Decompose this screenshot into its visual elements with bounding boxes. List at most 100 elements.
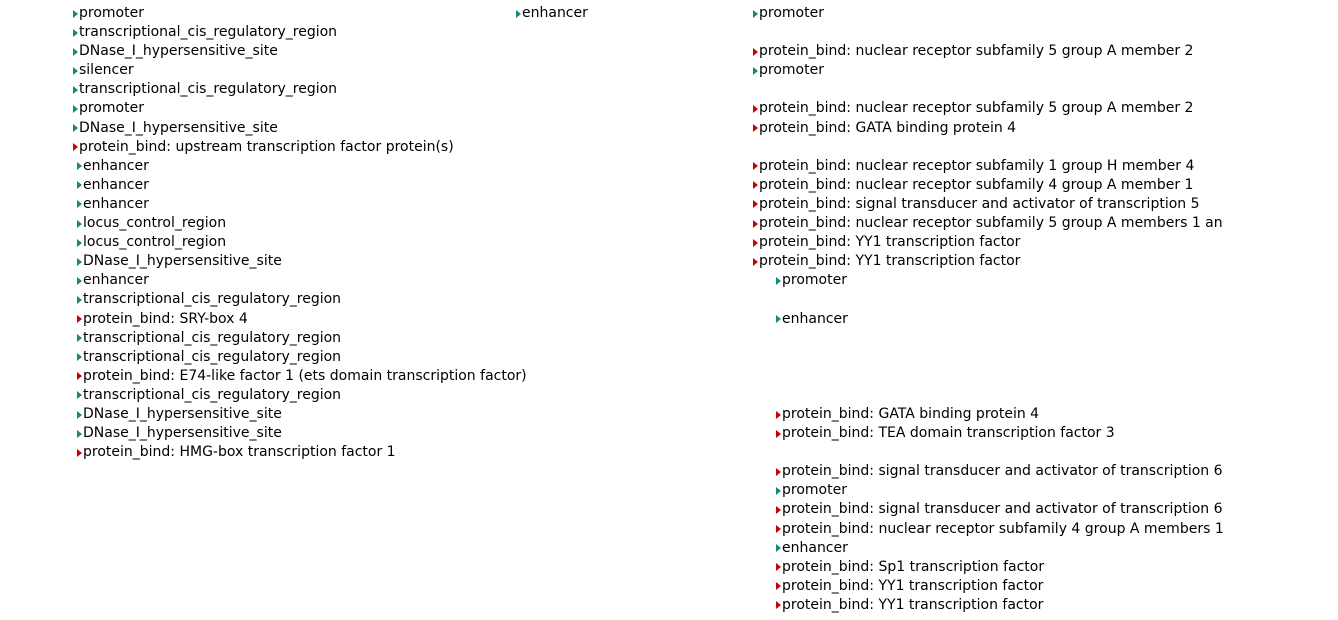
expand-triangle-icon[interactable] bbox=[776, 582, 781, 591]
expand-triangle-icon[interactable] bbox=[753, 238, 758, 247]
feature-label[interactable]: protein_bind: nuclear receptor subfamily… bbox=[759, 176, 1194, 193]
feature-label[interactable]: locus_control_region bbox=[83, 234, 227, 251]
expand-triangle-icon[interactable] bbox=[73, 28, 78, 37]
expand-triangle-icon[interactable] bbox=[73, 47, 78, 56]
expand-triangle-icon[interactable] bbox=[77, 238, 82, 247]
feature-label[interactable]: enhancer bbox=[522, 5, 588, 21]
regulatory-feature[interactable]: DNase_I_hypersensitive_site bbox=[73, 252, 527, 271]
protein-bind-feature[interactable]: protein_bind: E74-like factor 1 (ets dom… bbox=[73, 367, 527, 386]
expand-triangle-icon[interactable] bbox=[753, 200, 758, 209]
expand-triangle-icon[interactable] bbox=[776, 544, 781, 553]
feature-label[interactable]: protein_bind: signal transducer and acti… bbox=[782, 463, 1223, 480]
protein-bind-feature[interactable]: protein_bind: nuclear receptor subfamily… bbox=[753, 42, 1224, 61]
protein-bind-feature[interactable]: protein_bind: nuclear receptor subfamily… bbox=[753, 99, 1224, 118]
regulatory-feature[interactable]: promoter bbox=[753, 481, 1224, 500]
regulatory-feature[interactable]: enhancer bbox=[516, 4, 588, 23]
feature-label[interactable]: protein_bind: YY1 transcription factor bbox=[782, 577, 1044, 594]
protein-bind-feature[interactable]: protein_bind: YY1 transcription factor bbox=[753, 252, 1224, 271]
regulatory-feature[interactable]: enhancer bbox=[753, 310, 1224, 329]
expand-triangle-icon[interactable] bbox=[77, 219, 82, 228]
expand-triangle-icon[interactable] bbox=[776, 276, 781, 285]
regulatory-feature[interactable]: enhancer bbox=[73, 157, 527, 176]
protein-bind-feature[interactable]: protein_bind: signal transducer and acti… bbox=[753, 462, 1224, 481]
regulatory-feature[interactable]: DNase_I_hypersensitive_site bbox=[73, 405, 527, 424]
expand-triangle-icon[interactable] bbox=[77, 257, 82, 266]
feature-label[interactable]: DNase_I_hypersensitive_site bbox=[83, 425, 282, 442]
feature-label[interactable]: protein_bind: nuclear receptor subfamily… bbox=[759, 157, 1195, 174]
expand-triangle-icon[interactable] bbox=[77, 295, 82, 304]
regulatory-feature[interactable]: enhancer bbox=[73, 271, 527, 290]
regulatory-feature[interactable]: promoter bbox=[73, 99, 527, 118]
feature-label[interactable]: transcriptional_cis_regulatory_region bbox=[79, 81, 338, 98]
feature-label[interactable]: DNase_I_hypersensitive_site bbox=[79, 119, 278, 136]
feature-label[interactable]: enhancer bbox=[782, 539, 848, 556]
regulatory-feature[interactable]: DNase_I_hypersensitive_site bbox=[73, 42, 527, 61]
regulatory-feature[interactable]: transcriptional_cis_regulatory_region bbox=[73, 80, 527, 99]
expand-triangle-icon[interactable] bbox=[776, 467, 781, 476]
feature-label[interactable]: transcriptional_cis_regulatory_region bbox=[79, 24, 338, 41]
feature-label[interactable]: promoter bbox=[759, 5, 824, 21]
expand-triangle-icon[interactable] bbox=[77, 372, 82, 381]
regulatory-feature[interactable]: transcriptional_cis_regulatory_region bbox=[73, 386, 527, 405]
regulatory-feature[interactable]: promoter bbox=[753, 271, 1224, 290]
feature-label[interactable]: promoter bbox=[782, 482, 847, 499]
feature-label[interactable]: enhancer bbox=[83, 176, 149, 193]
feature-label[interactable]: protein_bind: GATA binding protein 4 bbox=[782, 405, 1040, 422]
feature-label[interactable]: protein_bind: upstream transcription fac… bbox=[79, 138, 454, 155]
expand-triangle-icon[interactable] bbox=[77, 162, 82, 171]
protein-bind-feature[interactable]: protein_bind: SRY-box 4 bbox=[73, 310, 527, 329]
feature-label[interactable]: transcriptional_cis_regulatory_region bbox=[83, 386, 342, 403]
expand-triangle-icon[interactable] bbox=[776, 315, 781, 324]
feature-label[interactable]: enhancer bbox=[83, 195, 149, 212]
expand-triangle-icon[interactable] bbox=[73, 85, 78, 94]
expand-triangle-icon[interactable] bbox=[77, 315, 82, 324]
expand-triangle-icon[interactable] bbox=[753, 219, 758, 228]
feature-label[interactable]: protein_bind: GATA binding protein 4 bbox=[759, 119, 1017, 136]
feature-label[interactable]: transcriptional_cis_regulatory_region bbox=[83, 329, 342, 346]
feature-label[interactable]: protein_bind: YY1 transcription factor bbox=[759, 234, 1021, 251]
feature-label[interactable]: promoter bbox=[759, 62, 824, 79]
expand-triangle-icon[interactable] bbox=[73, 105, 78, 114]
expand-triangle-icon[interactable] bbox=[516, 9, 521, 18]
expand-triangle-icon[interactable] bbox=[753, 124, 758, 133]
protein-bind-feature[interactable]: protein_bind: YY1 transcription factor bbox=[753, 596, 1224, 615]
protein-bind-feature[interactable]: protein_bind: nuclear receptor subfamily… bbox=[753, 214, 1224, 233]
regulatory-feature[interactable]: transcriptional_cis_regulatory_region bbox=[73, 329, 527, 348]
expand-triangle-icon[interactable] bbox=[776, 429, 781, 438]
expand-triangle-icon[interactable] bbox=[77, 410, 82, 419]
expand-triangle-icon[interactable] bbox=[753, 105, 758, 114]
protein-bind-feature[interactable]: protein_bind: nuclear receptor subfamily… bbox=[753, 520, 1224, 539]
feature-label[interactable]: protein_bind: nuclear receptor subfamily… bbox=[759, 100, 1194, 117]
feature-label[interactable]: protein_bind: YY1 transcription factor bbox=[759, 253, 1021, 270]
feature-label[interactable]: DNase_I_hypersensitive_site bbox=[83, 253, 282, 270]
expand-triangle-icon[interactable] bbox=[77, 391, 82, 400]
regulatory-feature[interactable]: promoter bbox=[73, 4, 527, 23]
feature-label[interactable]: protein_bind: nuclear receptor subfamily… bbox=[782, 520, 1224, 537]
expand-triangle-icon[interactable] bbox=[77, 276, 82, 285]
feature-label[interactable]: transcriptional_cis_regulatory_region bbox=[83, 291, 342, 308]
regulatory-feature[interactable]: enhancer bbox=[73, 195, 527, 214]
feature-label[interactable]: protein_bind: signal transducer and acti… bbox=[782, 501, 1223, 518]
expand-triangle-icon[interactable] bbox=[776, 410, 781, 419]
expand-triangle-icon[interactable] bbox=[77, 334, 82, 343]
protein-bind-feature[interactable]: protein_bind: signal transducer and acti… bbox=[753, 500, 1224, 519]
regulatory-feature[interactable]: promoter bbox=[753, 61, 1224, 80]
expand-triangle-icon[interactable] bbox=[77, 200, 82, 209]
feature-label[interactable]: DNase_I_hypersensitive_site bbox=[83, 405, 282, 422]
feature-label[interactable]: promoter bbox=[79, 100, 144, 117]
regulatory-feature[interactable]: promoter bbox=[753, 4, 1224, 23]
protein-bind-feature[interactable]: protein_bind: GATA binding protein 4 bbox=[753, 119, 1224, 138]
expand-triangle-icon[interactable] bbox=[73, 66, 78, 75]
expand-triangle-icon[interactable] bbox=[77, 429, 82, 438]
protein-bind-feature[interactable]: protein_bind: YY1 transcription factor bbox=[753, 577, 1224, 596]
feature-label[interactable]: DNase_I_hypersensitive_site bbox=[79, 43, 278, 60]
protein-bind-feature[interactable]: protein_bind: Sp1 transcription factor bbox=[753, 558, 1224, 577]
protein-bind-feature[interactable]: protein_bind: HMG-box transcription fact… bbox=[73, 443, 527, 462]
expand-triangle-icon[interactable] bbox=[776, 563, 781, 572]
feature-label[interactable]: protein_bind: nuclear receptor subfamily… bbox=[759, 215, 1223, 232]
regulatory-feature[interactable]: transcriptional_cis_regulatory_region bbox=[73, 23, 527, 42]
expand-triangle-icon[interactable] bbox=[753, 47, 758, 56]
expand-triangle-icon[interactable] bbox=[77, 448, 82, 457]
feature-label[interactable]: enhancer bbox=[782, 310, 848, 327]
expand-triangle-icon[interactable] bbox=[776, 486, 781, 495]
